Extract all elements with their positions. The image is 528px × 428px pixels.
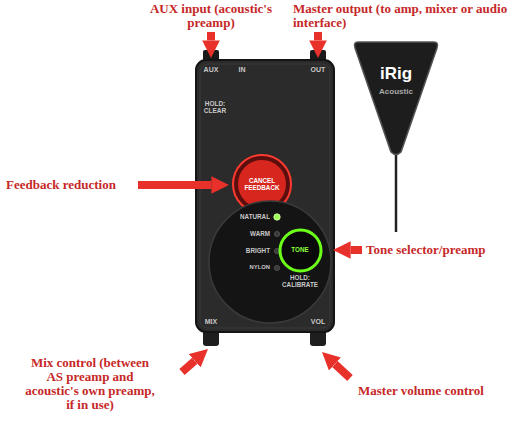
device-body — [196, 60, 334, 332]
tone-ring — [280, 230, 321, 271]
pointer-arrow — [335, 364, 350, 378]
device-housing: AUX IN OUT HOLD: CLEAR MIX VOL CANCEL FEEDBACK… — [196, 60, 334, 332]
status-led — [274, 214, 280, 220]
device-marking: iRig — [352, 64, 440, 84]
device-marking: IN — [228, 66, 256, 74]
callout-label: AUX input (acoustic's preamp) — [149, 2, 273, 30]
device-marking: NATURAL — [216, 213, 270, 220]
device-marking: OUT — [304, 66, 332, 74]
status-led — [274, 231, 279, 236]
pickup-body — [354, 42, 437, 155]
device-marking: TONE — [282, 246, 318, 253]
device-marking: MIX — [199, 318, 223, 326]
pickup-clip-outline — [352, 40, 440, 158]
status-led — [274, 265, 279, 270]
device-marking: HOLD: CLEAR — [200, 100, 230, 115]
device-bevel — [200, 64, 330, 328]
pointer-arrow — [138, 181, 211, 189]
device-marking: Acoustic — [352, 87, 440, 96]
tone-panel-disc — [209, 201, 331, 323]
device-marking: VOL — [304, 318, 332, 326]
device-marking: WARM — [216, 230, 270, 237]
tone-button: TONE — [278, 228, 323, 273]
callout-label: Feedback reduction — [6, 178, 134, 192]
tone-panel: NATURAL WARM BRIGHT NYLON HOLD: CALIBRATE TON… — [208, 200, 332, 324]
pickup-clip: iRigAcoustic — [352, 40, 440, 158]
device-marking: BRIGHT — [216, 247, 270, 254]
pointer-arrow — [182, 361, 195, 372]
pointer-arrow — [314, 32, 322, 40]
pickup-cable — [395, 150, 398, 232]
device-marking: HOLD: CALIBRATE — [278, 274, 322, 288]
device-marking: CANCEL FEEDBACK — [239, 177, 285, 191]
device-marking: NYLON — [216, 264, 270, 271]
pointer-arrow — [351, 246, 362, 254]
callout-label: Master volume control — [358, 384, 522, 398]
callout-label: Master output (to amp, mixer or audio in… — [293, 2, 508, 30]
callout-label: Mix control (between AS preamp and acous… — [23, 356, 157, 412]
pointer-arrow — [207, 32, 215, 40]
device-marking: AUX — [200, 66, 222, 74]
callout-label: Tone selector/preamp — [366, 243, 522, 257]
